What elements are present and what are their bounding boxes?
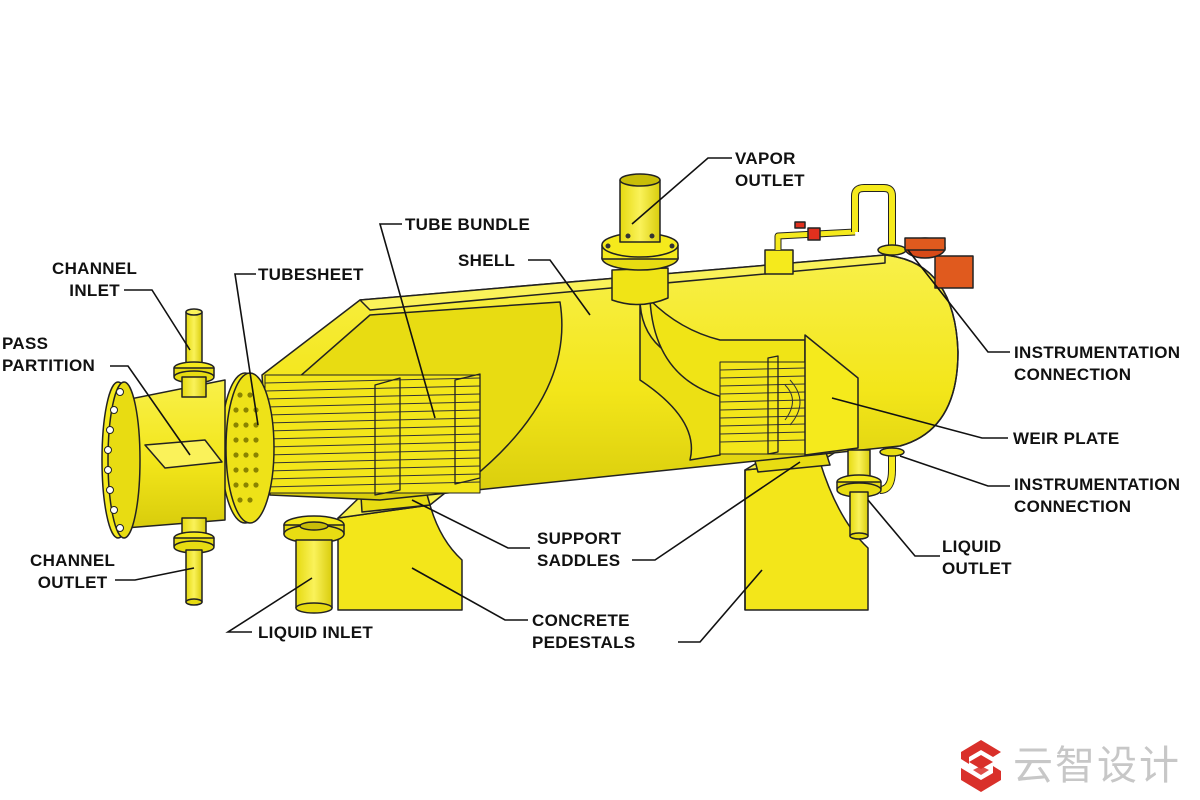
leader-lines [110,157,1010,643]
label-tube-bundle: TUBE BUNDLE [405,215,531,234]
channel-inlet-nozzle [173,308,215,398]
label-tubesheet: TUBESHEET [258,265,364,284]
label-shell: SHELL [458,251,516,270]
leader-vapor-outlet [631,157,732,225]
instrumentation-box [904,237,974,289]
leader-support-saddles-a [411,499,530,549]
tube-bundle [264,355,806,496]
leader-weir-plate [831,397,1008,439]
instrumentation-piping-top [764,184,907,275]
leader-support-saddles-b [632,461,801,561]
liquid-inlet-nozzle [283,515,345,614]
leader-liquid-outlet [867,499,940,557]
leader-shell [528,259,591,316]
instrumentation-piping-bottom [879,447,905,494]
leader-instrumentation-top [907,249,1010,353]
leader-channel-inlet [124,289,191,351]
vapor-outlet-nozzle [601,173,679,306]
leader-pass-partition [110,365,191,456]
liquid-outlet-nozzle [836,449,882,540]
tubesheet [220,372,275,524]
channel-outlet-nozzle [173,517,215,606]
leader-instrumentation-bottom [899,455,1010,487]
leader-concrete-pedestals-a [411,567,528,621]
leader-liquid-inlet [225,577,313,633]
brand-text: 云智设计 [1013,743,1181,789]
weir-plate [804,334,859,456]
brand-logo-icon [961,740,1001,792]
channel-head [101,379,226,539]
leader-channel-outlet [115,567,195,581]
label-weir-plate: WEIR PLATE [1013,429,1120,448]
leader-concrete-pedestals-b [678,569,763,643]
leader-tubesheet [234,273,259,426]
leader-tube-bundle [378,223,436,419]
label-liquid-inlet: LIQUID INLET [258,623,374,642]
brand-watermark: 云智设计 [955,738,1195,794]
